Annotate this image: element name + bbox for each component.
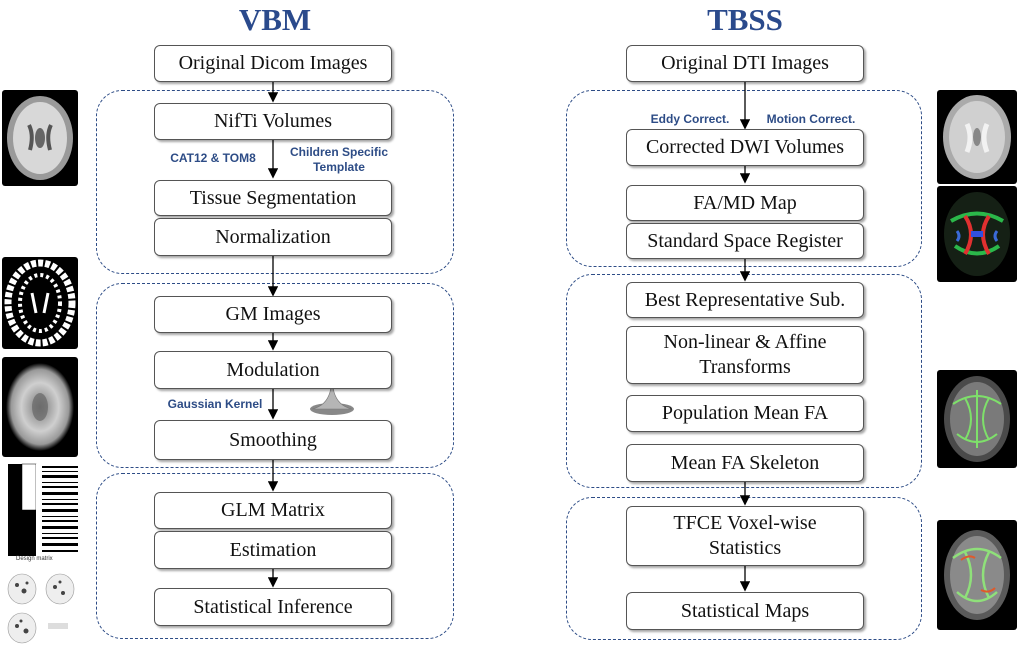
vbm-gm-images-label: GM Images: [225, 303, 321, 325]
vbm-note-template-line2: Template: [313, 160, 365, 174]
vbm-statistical-inference-box: Statistical Inference: [154, 588, 392, 626]
t1-brain-thumbnail: [2, 90, 78, 186]
vbm-estimation-box: Estimation: [154, 531, 392, 569]
tbss-register-box: Standard Space Register: [626, 223, 864, 259]
vbm-original-dicom-box: Original Dicom Images: [154, 45, 392, 82]
vbm-group-images: [96, 283, 454, 468]
smoothed-brain-thumbnail: [2, 357, 78, 457]
tbss-skeleton-box: Mean FA Skeleton: [626, 444, 864, 482]
vbm-note-cat12: CAT12 & TOM8: [170, 151, 256, 165]
vbm-nifti-label: NifTi Volumes: [213, 110, 332, 132]
vbm-normalization-label: Normalization: [215, 225, 331, 248]
tbss-best-representative-box: Best Representative Sub.: [626, 282, 864, 318]
tbss-tfce-line2: Statistics: [708, 537, 782, 559]
vbm-smoothing-box: Smoothing: [154, 420, 392, 460]
vbm-note-gaussian: Gaussian Kernel: [167, 397, 263, 411]
tbss-statistical-maps-box: Statistical Maps: [626, 592, 864, 630]
tbss-tfce-line1: TFCE Voxel-wise: [673, 512, 817, 534]
tbss-nonlinear-line2: Transforms: [699, 356, 791, 378]
glass-brain-thumbnail: [2, 571, 80, 647]
tbss-title: TBSS: [707, 2, 783, 37]
tbss-corrected-dwi-box: Corrected DWI Volumes: [626, 129, 864, 166]
tbss-corrected-dwi-label: Corrected DWI Volumes: [645, 136, 845, 158]
tbss-note-motion: Motion Correct.: [766, 112, 856, 126]
vbm-tissue-segmentation-label: Tissue Segmentation: [189, 186, 357, 209]
vbm-note-template-line1: Children Specific: [289, 145, 389, 159]
tbss-skeleton-label: Mean FA Skeleton: [670, 451, 820, 474]
vbm-estimation-label: Estimation: [229, 538, 317, 561]
tbss-original-dti-label: Original DTI Images: [661, 52, 829, 74]
tbss-population-mean-label: Population Mean FA: [661, 402, 829, 424]
design-matrix-thumbnail: Design matrix: [2, 462, 80, 566]
design-matrix-label: Design matrix: [16, 556, 53, 562]
tbss-best-representative-label: Best Representative Sub.: [644, 288, 846, 311]
vbm-statistical-inference-label: Statistical Inference: [193, 595, 353, 618]
dwi-brain-thumbnail: [937, 90, 1017, 184]
vbm-group-preprocessing: [96, 90, 454, 274]
vbm-modulation-label: Modulation: [226, 358, 320, 381]
tbss-nonlinear-box: Non-linear & Affine Transforms: [626, 326, 864, 384]
fa-skeleton-thumbnail: [937, 370, 1017, 468]
fa-color-map-thumbnail: [937, 186, 1017, 282]
tbss-note-eddy: Eddy Correct.: [650, 112, 730, 126]
vbm-title: VBM: [238, 2, 312, 37]
vbm-glm-matrix-box: GLM Matrix: [154, 492, 392, 529]
vbm-group-statistics: [96, 473, 454, 639]
vbm-nifti-box: NifTi Volumes: [154, 103, 392, 140]
tbss-original-dti-box: Original DTI Images: [626, 45, 864, 82]
tbss-nonlinear-line1: Non-linear & Affine: [663, 331, 827, 353]
vbm-note-template: Children Specific Template: [280, 145, 398, 175]
vbm-tissue-segmentation-box: Tissue Segmentation: [154, 180, 392, 216]
vbm-smoothing-label: Smoothing: [229, 428, 317, 451]
tbss-fa-md-map-label: FA/MD Map: [693, 191, 797, 214]
tbss-tfce-box: TFCE Voxel-wise Statistics: [626, 506, 864, 566]
vbm-original-dicom-label: Original Dicom Images: [178, 52, 368, 74]
tbss-statistical-maps-label: Statistical Maps: [680, 599, 810, 622]
vbm-glm-matrix-label: GLM Matrix: [221, 499, 325, 521]
tbss-register-label: Standard Space Register: [647, 229, 843, 252]
tbss-fa-md-map-box: FA/MD Map: [626, 185, 864, 221]
gm-segment-thumbnail: [2, 257, 78, 349]
vbm-gm-images-box: GM Images: [154, 296, 392, 333]
vbm-modulation-box: Modulation: [154, 351, 392, 389]
tbss-population-mean-box: Population Mean FA: [626, 395, 864, 432]
tbss-group-preprocessing: [566, 90, 922, 267]
tfce-stats-thumbnail: [937, 520, 1017, 630]
vbm-normalization-box: Normalization: [154, 218, 392, 256]
